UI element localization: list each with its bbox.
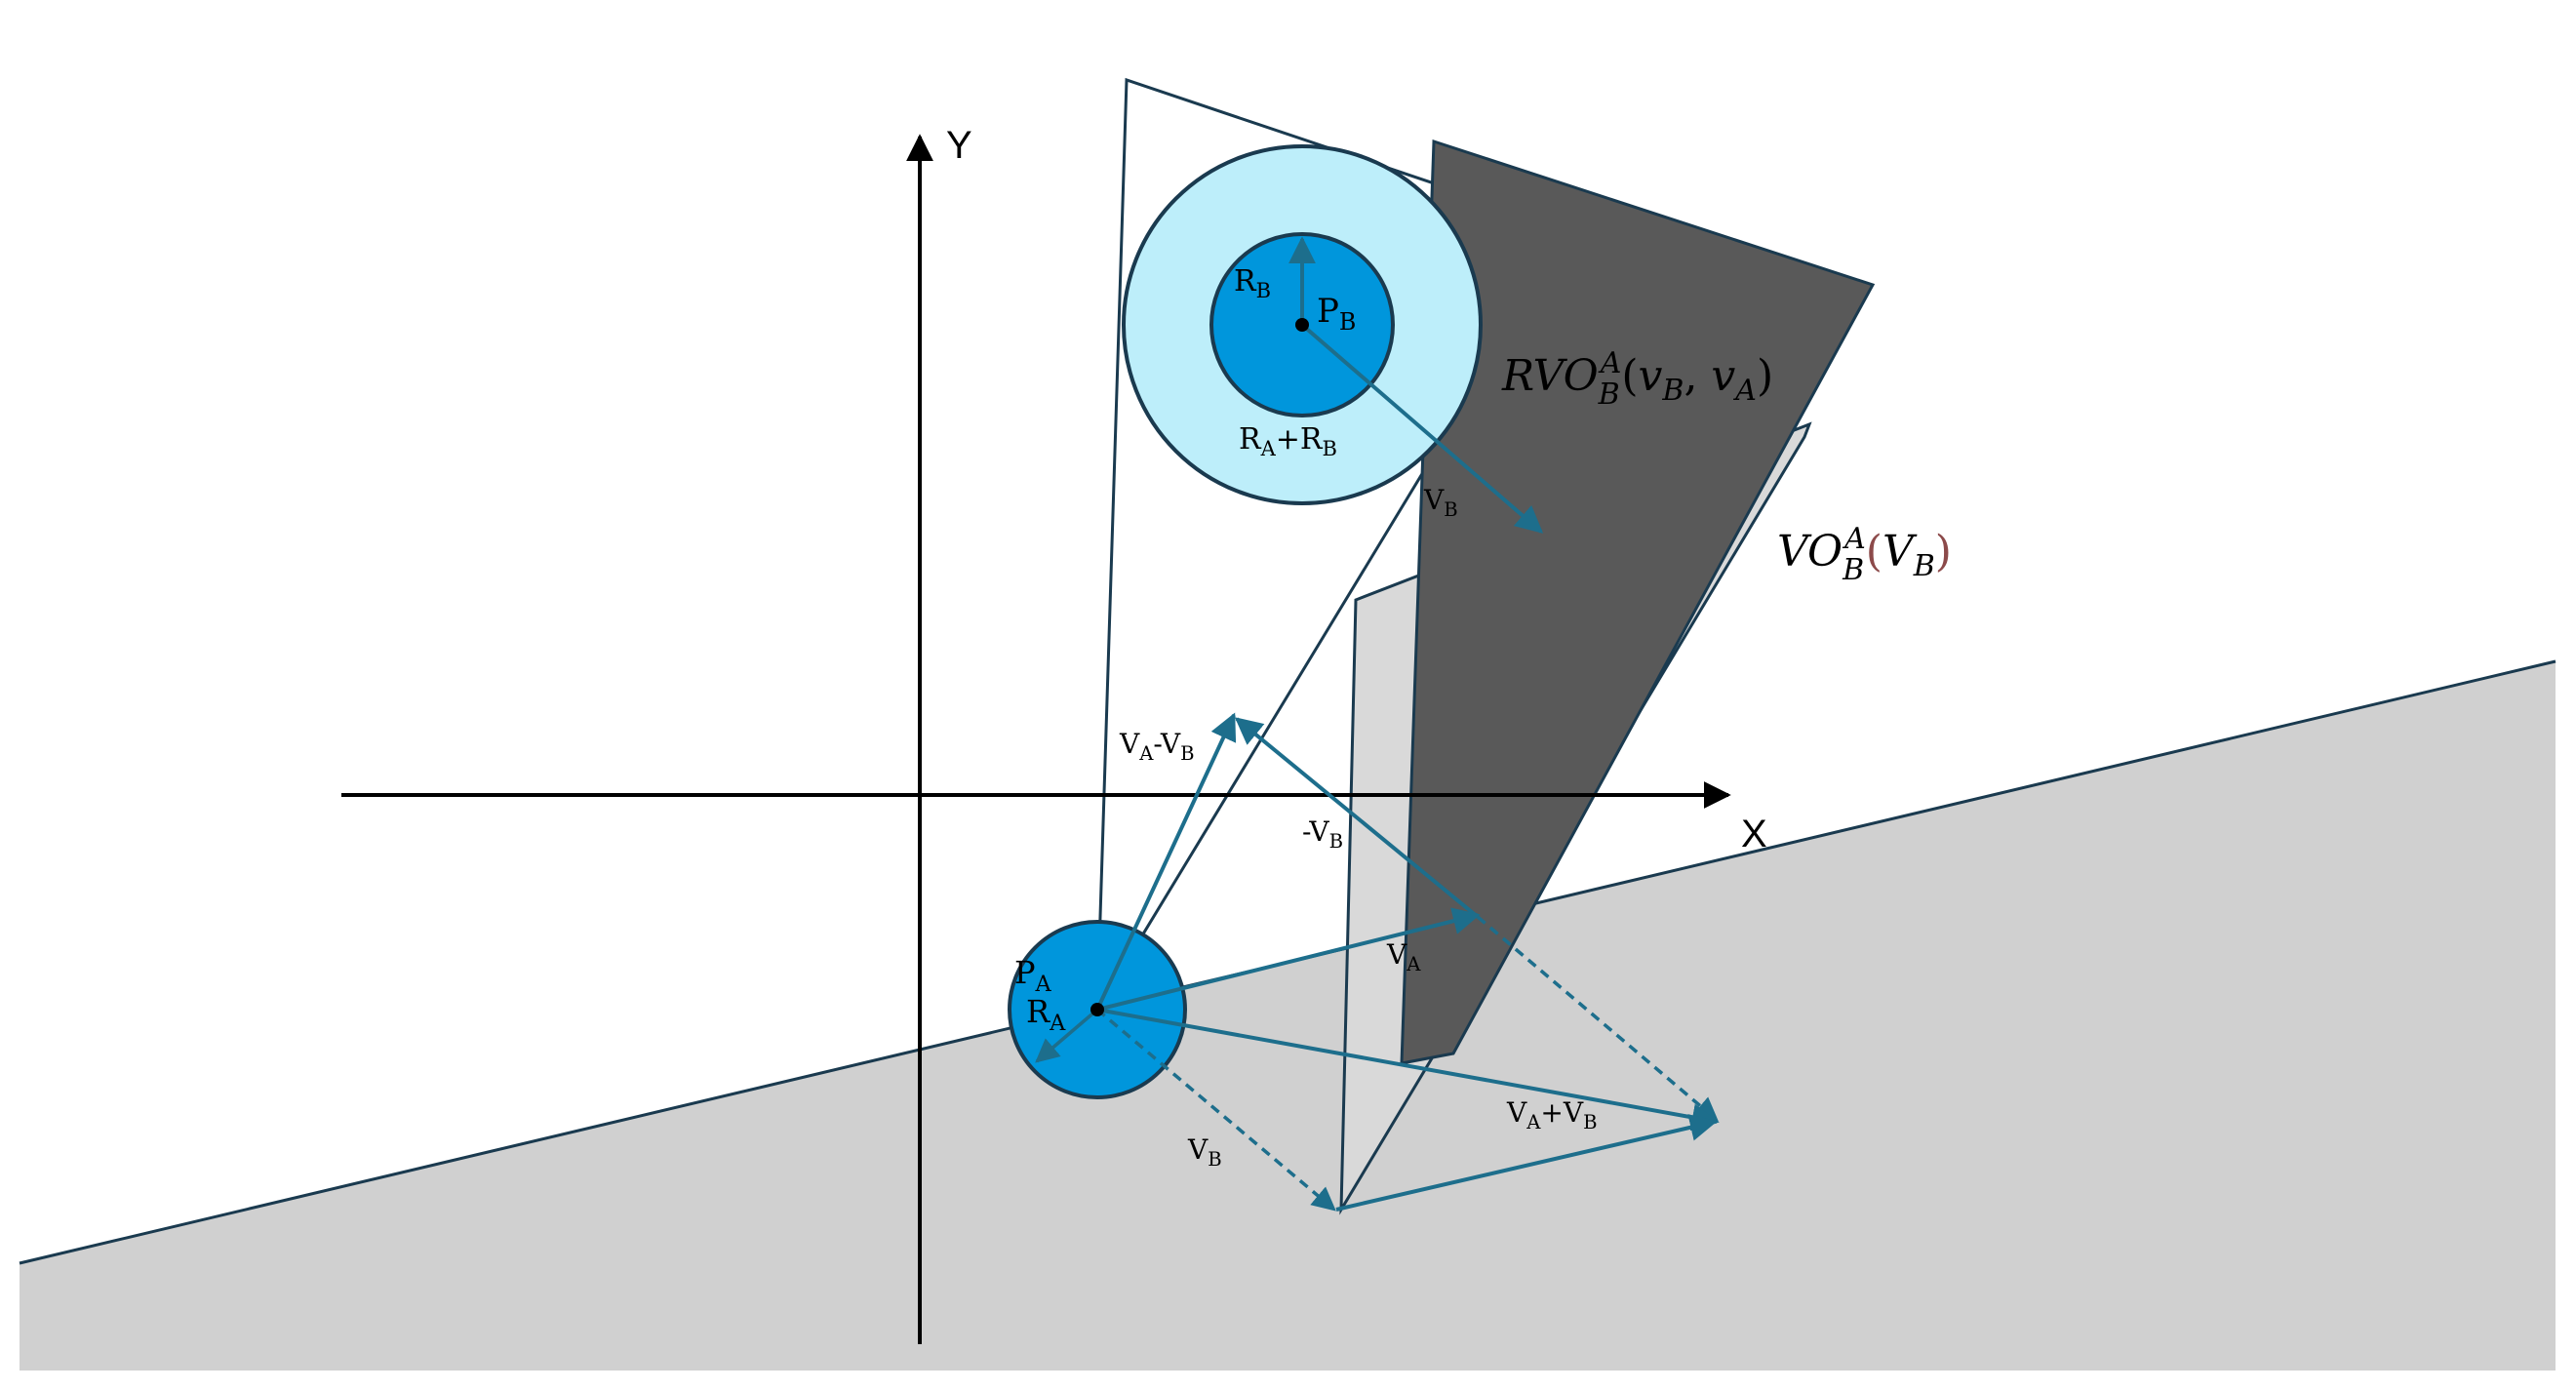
x-axis-label: X — [1741, 813, 1767, 855]
ra-label: RA — [1026, 993, 1066, 1036]
vb-arrow-top — [1300, 323, 1544, 534]
ra-radius-arrow — [1035, 1008, 1099, 1063]
va-minus-vb-label: VA-VB — [1119, 728, 1194, 765]
va-plus-vb-arrow — [1096, 1008, 1720, 1132]
pb-label: PB — [1317, 292, 1356, 336]
pa-label: PA — [1014, 954, 1052, 997]
neg-vb-label: -VB — [1302, 815, 1343, 853]
vb-to-sum-arrow — [1335, 1114, 1718, 1212]
va-plus-vb-label: VA+VB — [1506, 1096, 1598, 1133]
rvo-formula: RVOBA(vB, vA) — [1501, 346, 1773, 412]
pa-point — [1090, 1003, 1104, 1016]
pb-point — [1295, 318, 1309, 332]
neg-vb-arrow — [1234, 717, 1480, 919]
va-arrow — [1096, 907, 1481, 1012]
rb-label: RB — [1234, 264, 1271, 302]
vb-dashed-bottom — [1095, 1008, 1336, 1212]
va-label: VA — [1386, 938, 1421, 975]
vb-top-label: VB — [1423, 484, 1458, 521]
vo-formula: VOBA(VB) — [1777, 522, 1952, 587]
y-axis-label: Y — [946, 124, 972, 167]
half-plane-region — [20, 661, 2556, 1371]
ra-plus-rb-label: RA+RB — [1239, 422, 1337, 460]
va-dashed-vb — [1476, 915, 1719, 1122]
vb-bottom-label: VB — [1187, 1133, 1222, 1171]
va-minus-vb-arrow — [1095, 712, 1237, 1011]
